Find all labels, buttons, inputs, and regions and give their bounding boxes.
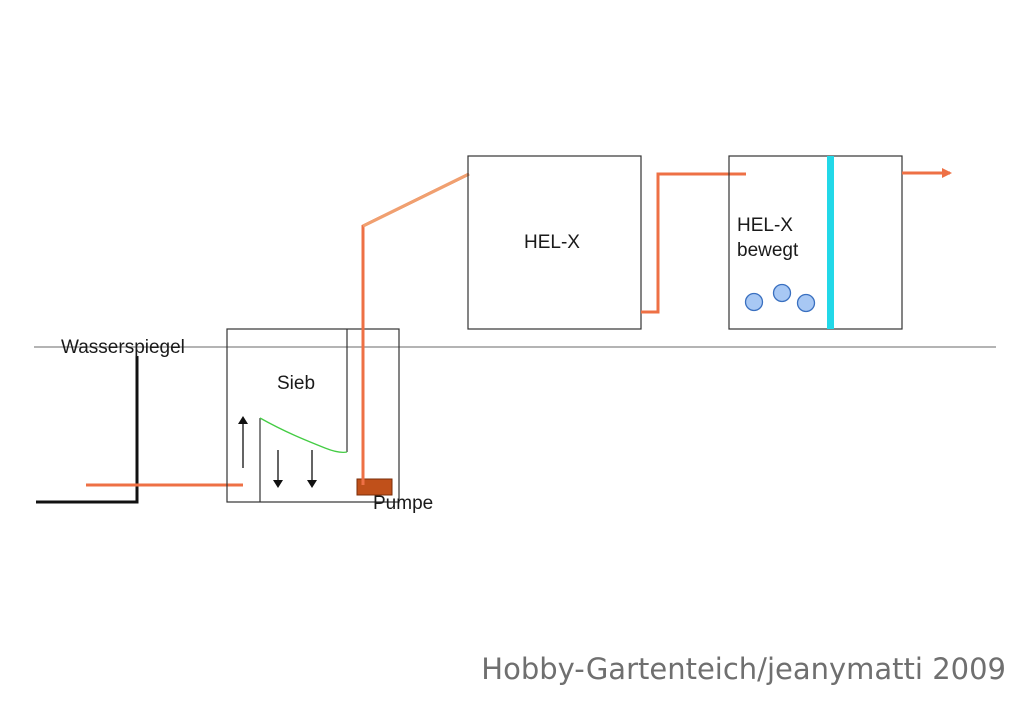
pond-wall (36, 356, 139, 504)
riser-pipe-upper (362, 172, 470, 228)
credit-watermark: Hobby-Gartenteich/jeanymatti 2009 (481, 652, 1006, 686)
helx-label: HEL-X (524, 232, 580, 253)
helx-box (467, 155, 642, 330)
helx-moving-divider (827, 156, 834, 329)
helx-moving-label-line1: HEL-X (737, 215, 793, 236)
media-ball (772, 283, 792, 303)
sieve-curve (259, 417, 348, 454)
pump (356, 478, 393, 496)
pump-label: Pumpe (373, 493, 433, 514)
media-ball (744, 292, 764, 312)
connecting-pipe (641, 172, 746, 314)
water-level-label: Wasserspiegel (61, 337, 185, 358)
sieve-chamber (226, 328, 400, 503)
helx-moving-label-line2: bewegt (737, 240, 799, 261)
sieve-label: Sieb (277, 373, 315, 394)
helx-moving-box (728, 155, 903, 330)
media-ball (796, 293, 816, 313)
